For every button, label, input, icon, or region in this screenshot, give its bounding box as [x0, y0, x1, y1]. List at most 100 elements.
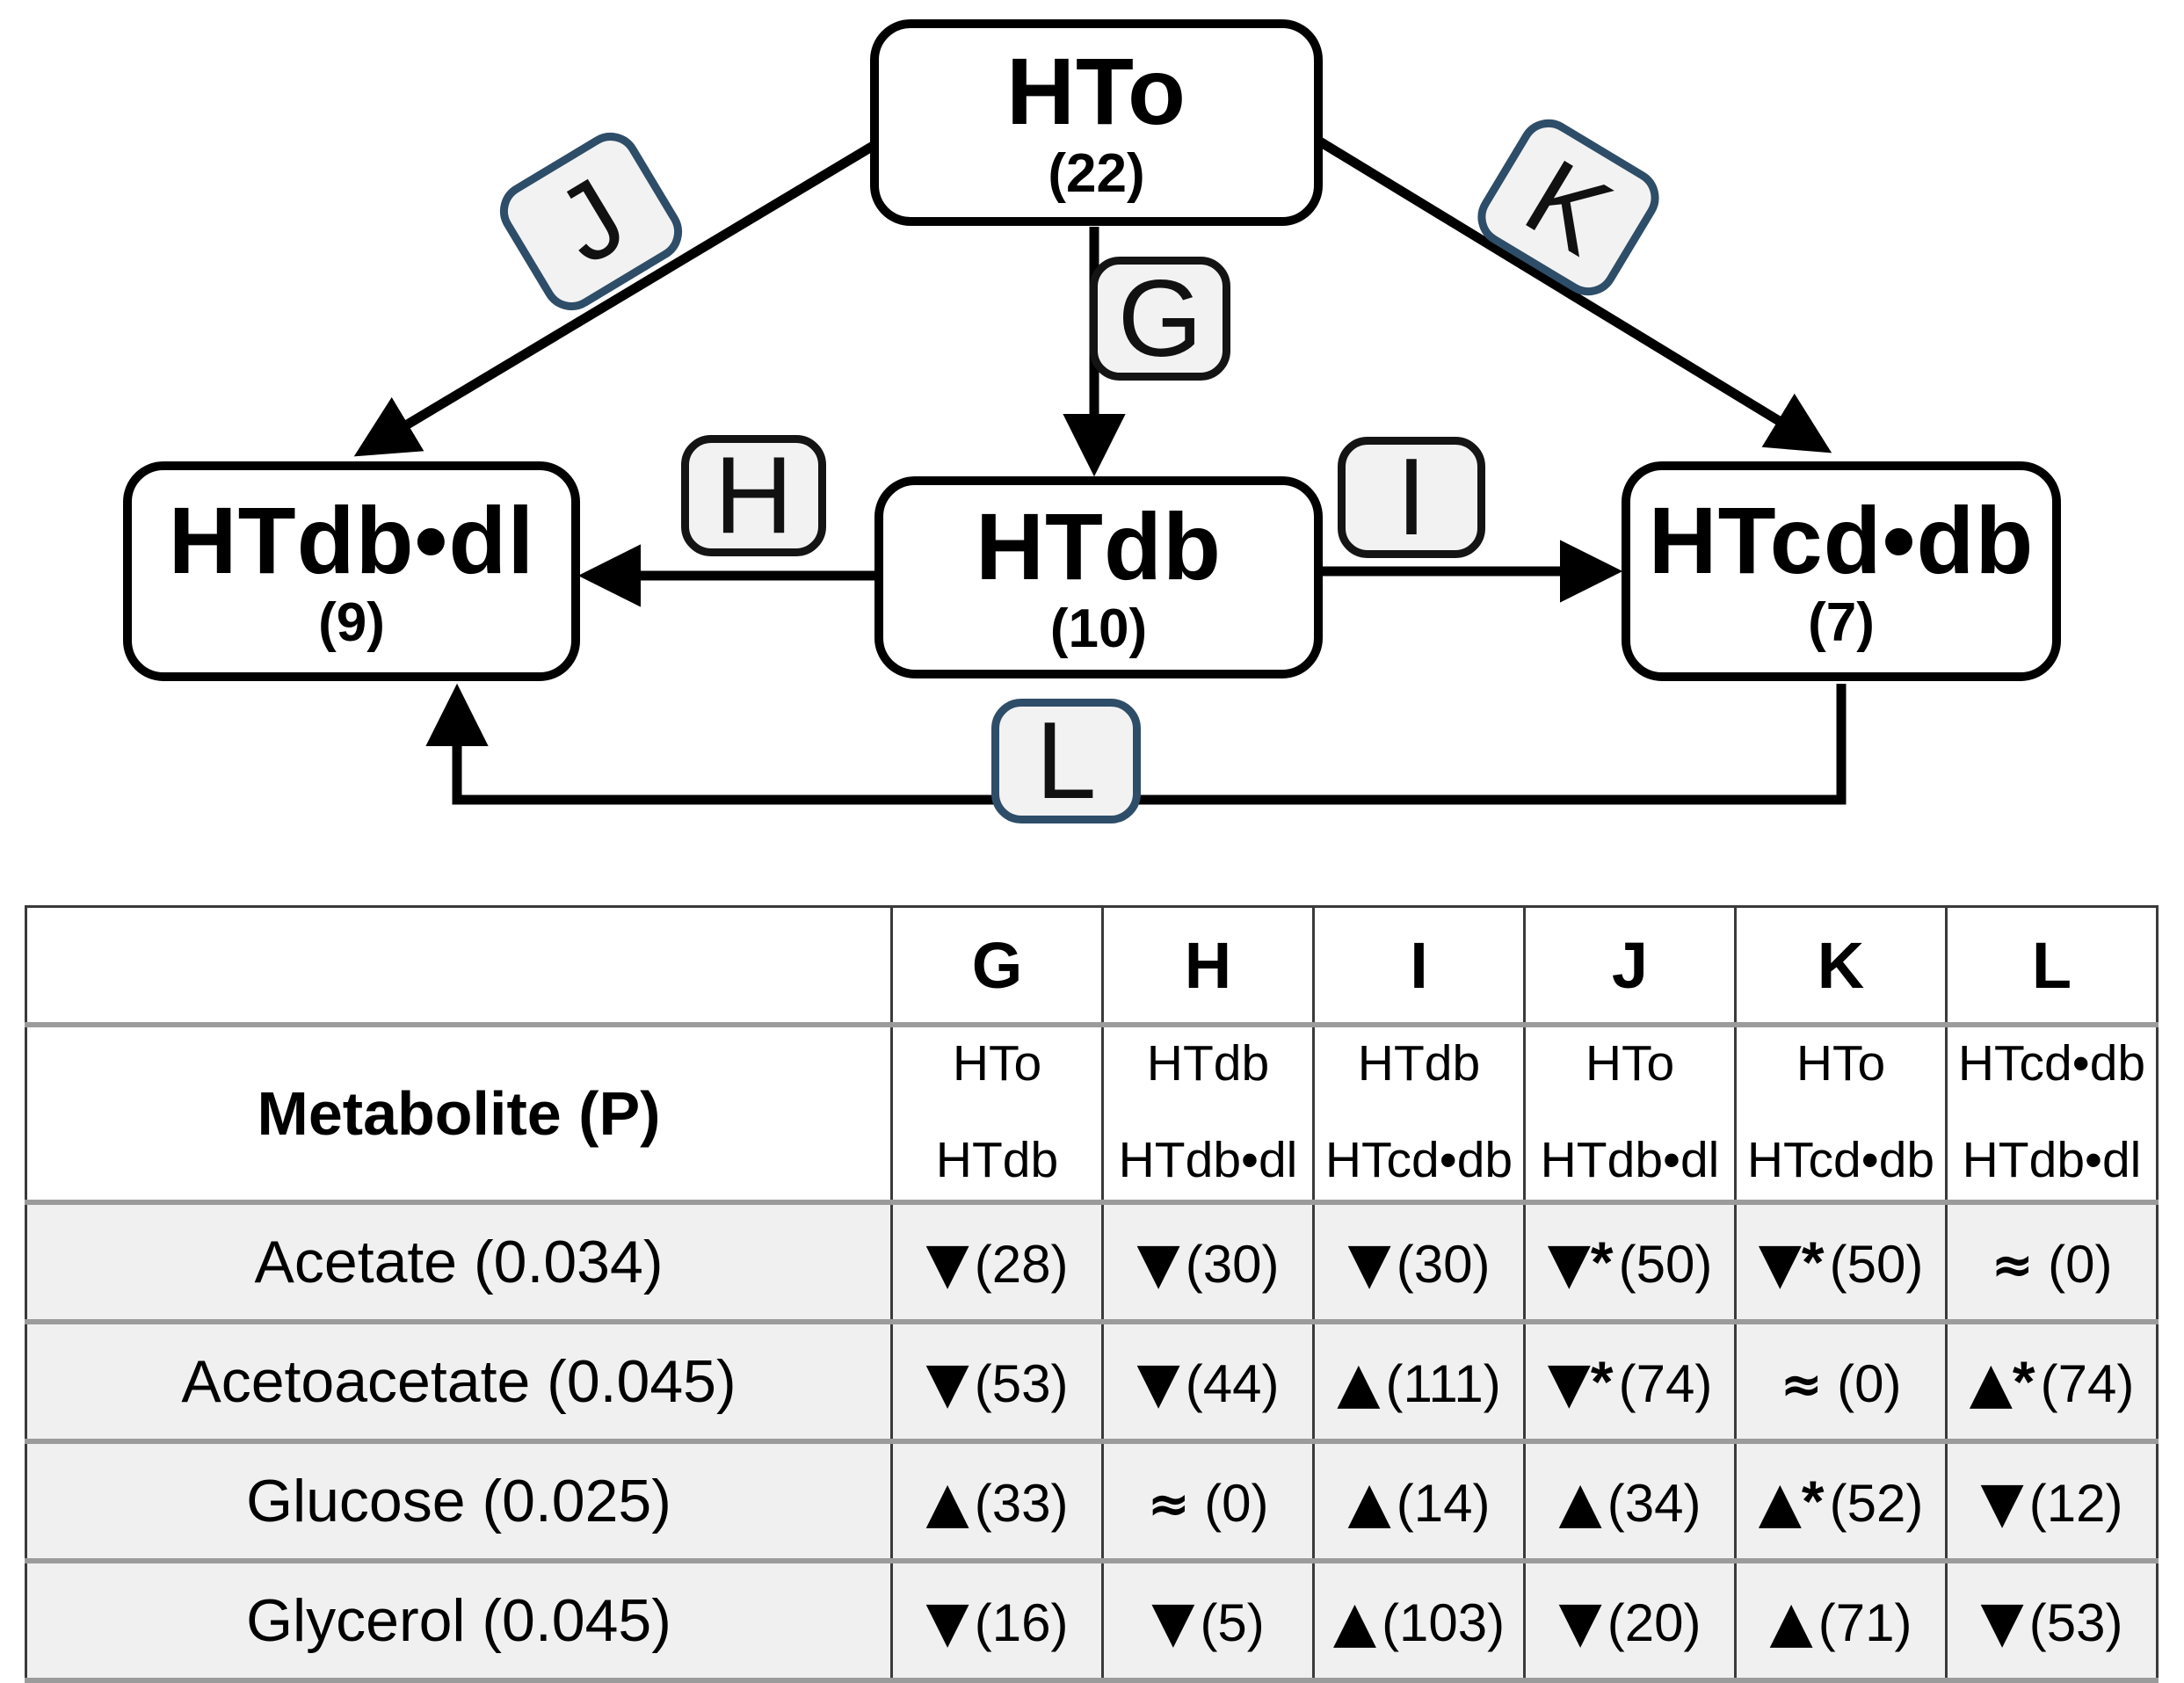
- change-cell-L: ▲*(74): [1945, 1319, 2159, 1444]
- change-cell-J: ▼(20): [1523, 1558, 1737, 1683]
- decrease-triangle-icon: ▼: [1136, 1350, 1180, 1416]
- route-to: HTcd•db: [1324, 1132, 1513, 1188]
- increase-triangle-icon: ▲: [1347, 1469, 1391, 1535]
- decrease-triangle-icon: ▼: [1547, 1230, 1591, 1296]
- decrease-triangle-icon: ▼: [1347, 1230, 1391, 1296]
- significance-star: *: [2012, 1348, 2035, 1414]
- decrease-triangle-icon: ▼: [1558, 1589, 1602, 1655]
- metabolite-comparison-table: G H I J K L Metabolite (P) HTo HTdb HTdb…: [25, 905, 2159, 1683]
- percent-change-value: (50): [1829, 1234, 1924, 1294]
- metabolic-flux-diagram: HTo (22) HTdb•dl (9) HTdb (10) HTcd•db (…: [123, 19, 2061, 823]
- increase-triangle-icon: ▲: [1337, 1350, 1381, 1416]
- significance-star: *: [1801, 1468, 1825, 1534]
- decrease-triangle-icon: ▼: [925, 1230, 969, 1296]
- edge-J-arrow: [353, 141, 877, 457]
- change-cell-H: ≈(0): [1101, 1439, 1315, 1563]
- route-from: HTdb: [1357, 1035, 1481, 1092]
- decrease-triangle-icon: ▼: [925, 1350, 969, 1416]
- route-header-row: Metabolite (P) HTo HTdb HTdb HTdb•dl HTd…: [25, 1022, 2159, 1205]
- route-to: HTcd•db: [1746, 1132, 1935, 1188]
- route-header-I: HTdb HTcd•db: [1312, 1022, 1526, 1205]
- route-to: HTdb•dl: [1540, 1132, 1720, 1188]
- column-header-G: G: [890, 905, 1104, 1027]
- decrease-triangle-icon: ▼: [1547, 1350, 1591, 1416]
- change-cell-L: ▼(53): [1945, 1558, 2159, 1683]
- decrease-triangle-icon: ▼: [1980, 1589, 2024, 1655]
- change-cell-J: ▼*(74): [1523, 1319, 1737, 1444]
- change-cell-K: ▲*(52): [1734, 1439, 1948, 1563]
- metabolite-name: Acetate (0.034): [25, 1200, 893, 1324]
- change-cell-I: ▲(111): [1312, 1319, 1526, 1444]
- change-cell-L: ▼(12): [1945, 1439, 2159, 1563]
- route-header-G: HTo HTdb: [890, 1022, 1104, 1205]
- no-change-icon: ≈: [1780, 1354, 1824, 1414]
- significance-star: *: [1590, 1348, 1614, 1414]
- edge-label-L: L: [991, 699, 1141, 823]
- route-from: HTo: [952, 1035, 1042, 1092]
- node-hto-count: (22): [1048, 143, 1145, 205]
- decrease-triangle-icon: ▼: [1758, 1230, 1802, 1296]
- edge-label-I: I: [1338, 437, 1485, 558]
- percent-change-value: (44): [1185, 1353, 1280, 1413]
- percent-change-value: (74): [1618, 1353, 1713, 1413]
- column-header-I: I: [1312, 905, 1526, 1027]
- percent-change-value: (5): [1200, 1592, 1265, 1652]
- node-htcddb-label: HTcd•db: [1648, 486, 2035, 593]
- route-from: HTo: [1796, 1035, 1886, 1092]
- node-htdb-count: (10): [1049, 598, 1148, 659]
- percent-change-value: (28): [974, 1234, 1069, 1294]
- route-from: HTcd•db: [1957, 1035, 2146, 1092]
- metabolite-row: Glucose (0.025)▲(33)≈(0)▲(14)▲(34)▲*(52)…: [25, 1439, 2159, 1563]
- edge-L-arrow: [425, 683, 1847, 805]
- percent-change-value: (103): [1382, 1592, 1506, 1652]
- node-hto-label: HTo: [1006, 38, 1186, 145]
- change-cell-G: ▼(53): [890, 1319, 1104, 1444]
- metabolite-header: Metabolite (P): [25, 1022, 893, 1205]
- change-cell-H: ▼(5): [1101, 1558, 1315, 1683]
- percent-change-value: (33): [974, 1473, 1069, 1533]
- change-cell-G: ▼(16): [890, 1558, 1104, 1683]
- increase-triangle-icon: ▲: [1558, 1469, 1602, 1535]
- change-cell-J: ▼*(50): [1523, 1200, 1737, 1324]
- percent-change-value: (14): [1396, 1473, 1491, 1533]
- change-cell-L: ≈(0): [1945, 1200, 2159, 1324]
- percent-change-value: (53): [2028, 1592, 2123, 1652]
- percent-change-value: (30): [1185, 1234, 1280, 1294]
- change-cell-H: ▼(44): [1101, 1319, 1315, 1444]
- node-hto: HTo (22): [870, 19, 1323, 226]
- node-htdb: HTdb (10): [874, 476, 1323, 678]
- metabolite-row: Acetoacetate (0.045)▼(53)▼(44)▲(111)▼*(7…: [25, 1319, 2159, 1444]
- percent-change-value: (20): [1607, 1592, 1701, 1652]
- node-htdbdl-count: (9): [318, 591, 385, 653]
- increase-triangle-icon: ▲: [1758, 1469, 1802, 1535]
- node-htdbdl: HTdb•dl (9): [123, 461, 580, 681]
- change-cell-G: ▲(33): [890, 1439, 1104, 1563]
- percent-change-value: (74): [2040, 1353, 2135, 1413]
- metabolite-row: Acetate (0.034)▼(28)▼(30)▼(30)▼*(50)▼*(5…: [25, 1200, 2159, 1324]
- column-header-H: H: [1101, 905, 1315, 1027]
- change-cell-K: ▲(71): [1734, 1558, 1948, 1683]
- significance-star: *: [1590, 1229, 1614, 1295]
- column-header-J: J: [1523, 905, 1737, 1027]
- percent-change-value: (0): [1204, 1474, 1269, 1533]
- edge-K-arrow: [1316, 136, 1832, 453]
- column-header-K: K: [1734, 905, 1948, 1027]
- percent-change-value: (0): [2048, 1235, 2113, 1294]
- percent-change-value: (50): [1618, 1234, 1713, 1294]
- node-htdbdl-label: HTdb•dl: [168, 486, 535, 593]
- percent-change-value: (111): [1385, 1353, 1501, 1413]
- decrease-triangle-icon: ▼: [1151, 1589, 1195, 1655]
- change-cell-H: ▼(30): [1101, 1200, 1315, 1324]
- route-header-L: HTcd•db HTdb•dl: [1945, 1022, 2159, 1205]
- corner-cell: [25, 905, 893, 1027]
- node-htcddb-count: (7): [1808, 591, 1875, 653]
- percent-change-value: (0): [1837, 1354, 1902, 1413]
- change-cell-I: ▼(30): [1312, 1200, 1526, 1324]
- edge-label-H: H: [681, 435, 826, 556]
- route-to: HTdb: [935, 1132, 1059, 1188]
- change-cell-G: ▼(28): [890, 1200, 1104, 1324]
- percent-change-value: (52): [1829, 1473, 1924, 1533]
- route-to: HTdb•dl: [1962, 1132, 2142, 1188]
- no-change-icon: ≈: [1147, 1474, 1191, 1534]
